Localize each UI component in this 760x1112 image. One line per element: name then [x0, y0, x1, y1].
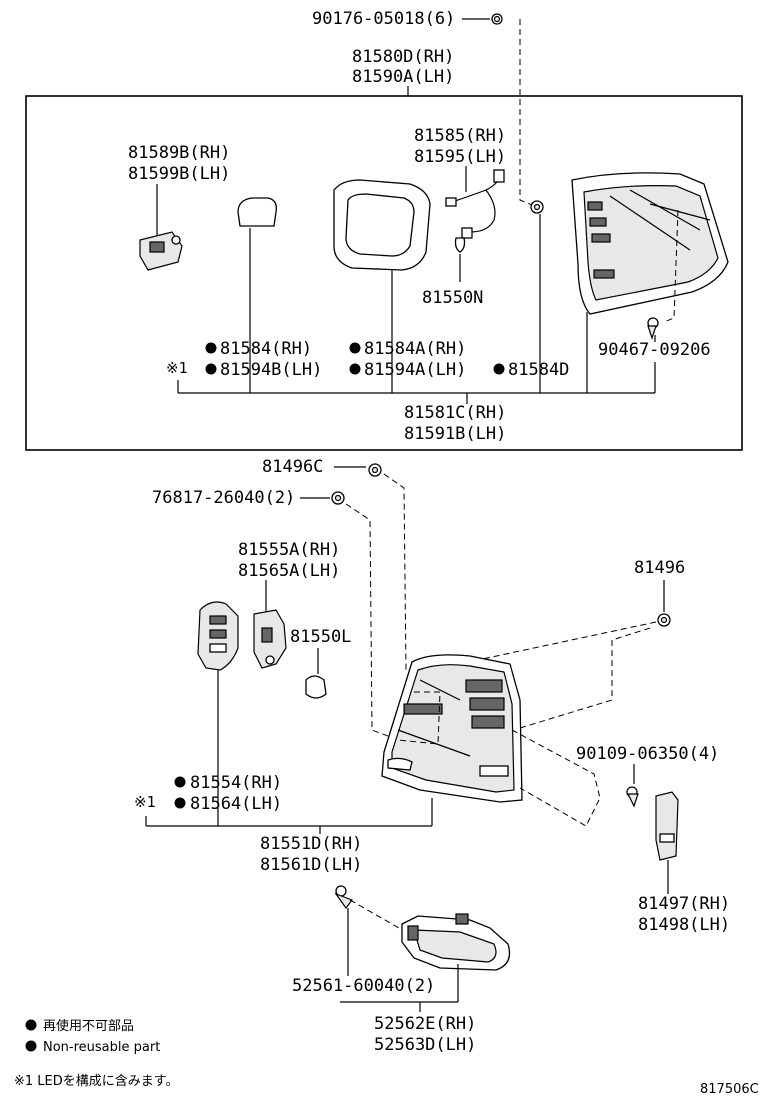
label-lens2-lh: 81564(LH)	[190, 794, 282, 814]
cover-81497-icon	[655, 791, 679, 861]
label-lens-81584a-rh: 81584A(RH)	[364, 339, 466, 359]
socket-81589b-icon	[139, 231, 183, 271]
assembly-frame	[25, 95, 743, 451]
label-lens-81594a-lh: 81594A(LH)	[364, 360, 466, 380]
label-unit-rh: 81581C(RH)	[404, 403, 506, 423]
label-bulb-81550l: 81550L	[290, 627, 351, 647]
label-lamp-rh: 81551D(RH)	[260, 834, 362, 854]
label-nut-81496c: 81496C	[262, 457, 323, 477]
nonreusable-dot-6	[174, 776, 186, 788]
label-assy-lh: 81590A(LH)	[352, 67, 454, 87]
label-nut-81496: 81496	[634, 558, 685, 578]
dashed-guide-81496-b	[519, 627, 651, 729]
wire-harness-icon	[445, 169, 505, 253]
nut-81496-icon	[657, 613, 671, 627]
label-wire-lh: 81595(LH)	[414, 147, 506, 167]
nonreusable-dot-7	[174, 797, 186, 809]
label-mark-1-bottom: ※1	[134, 793, 156, 811]
nonreusable-dot-1	[205, 342, 217, 354]
dashed-guide-lower-lamp	[397, 691, 441, 745]
label-bolt-90176: 90176-05018(6)	[312, 9, 455, 29]
dashed-guide-52561	[349, 899, 421, 941]
label-screw-52561: 52561-60040(2)	[292, 976, 435, 996]
dashed-guide-screw	[663, 209, 679, 323]
bracket-52562e-icon	[401, 913, 511, 971]
label-unit-lh: 81591B(LH)	[404, 424, 506, 444]
nonreusable-dot-3	[349, 342, 361, 354]
screw-90109-icon	[626, 786, 639, 808]
label-lens-81584-rh: 81584(RH)	[220, 339, 312, 359]
bolt-90176-icon	[491, 13, 503, 25]
legend-dot-en	[25, 1040, 37, 1052]
label-socket2-rh: 81555A(RH)	[238, 540, 340, 560]
nut-76817-icon	[331, 491, 345, 505]
legend-nonreusable-jp: 再使用不可部品	[43, 1018, 134, 1034]
label-socket2-lh: 81565A(LH)	[238, 561, 340, 581]
legend-dot-jp	[25, 1019, 37, 1031]
label-screw-90467: 90467-09206	[598, 340, 711, 360]
tail-lamp-lower-icon	[381, 654, 523, 803]
label-assy-rh: 81580D(RH)	[352, 47, 454, 67]
legend-footnote: ※1 LEDを構成に含みます。	[14, 1073, 178, 1089]
nut-81496c-icon	[368, 463, 382, 477]
grommet-81584d-icon	[530, 200, 544, 214]
screw-90467-icon	[647, 317, 659, 340]
lens-81554-icon	[197, 601, 239, 671]
dashed-guide-76817	[345, 503, 431, 753]
label-screw-90109: 90109-06350(4)	[576, 744, 719, 764]
tail-lamp-unit-icon	[571, 172, 729, 315]
dashed-guide-81496c	[383, 473, 407, 671]
label-socket-rh: 81589B(RH)	[128, 143, 230, 163]
nonreusable-dot-2	[205, 363, 217, 375]
dashed-guide-lower-screw	[511, 729, 601, 827]
bulb-81550l-icon	[305, 675, 327, 699]
nonreusable-dot-4	[349, 363, 361, 375]
label-bracket-lh: 52563D(LH)	[374, 1035, 476, 1055]
label-bracket-rh: 52562E(RH)	[374, 1014, 476, 1034]
label-socket-lh: 81599B(LH)	[128, 164, 230, 184]
label-cover-lh: 81498(LH)	[638, 915, 730, 935]
label-81584d: 81584D	[508, 360, 569, 380]
socket-81555a-icon	[253, 609, 287, 669]
label-cover-rh: 81497(RH)	[638, 894, 730, 914]
label-nut-76817: 76817-26040(2)	[152, 488, 295, 508]
label-lens-81594b-lh: 81594B(LH)	[220, 360, 322, 380]
label-lamp-lh: 81561D(LH)	[260, 855, 362, 875]
label-lens2-rh: 81554(RH)	[190, 773, 282, 793]
legend-nonreusable-en: Non-reusable part	[43, 1040, 160, 1055]
dashed-guide-bolt	[519, 19, 533, 206]
nonreusable-dot-5	[493, 363, 505, 375]
screw-52561-icon	[334, 885, 353, 910]
label-mark-1-top: ※1	[166, 359, 188, 377]
label-bulb-81550n: 81550N	[422, 288, 483, 308]
lens-81584-icon	[237, 197, 277, 227]
lens-81584a-icon	[333, 179, 431, 271]
label-wire-rh: 81585(RH)	[414, 126, 506, 146]
drawing-code: 817506C	[700, 1082, 759, 1097]
